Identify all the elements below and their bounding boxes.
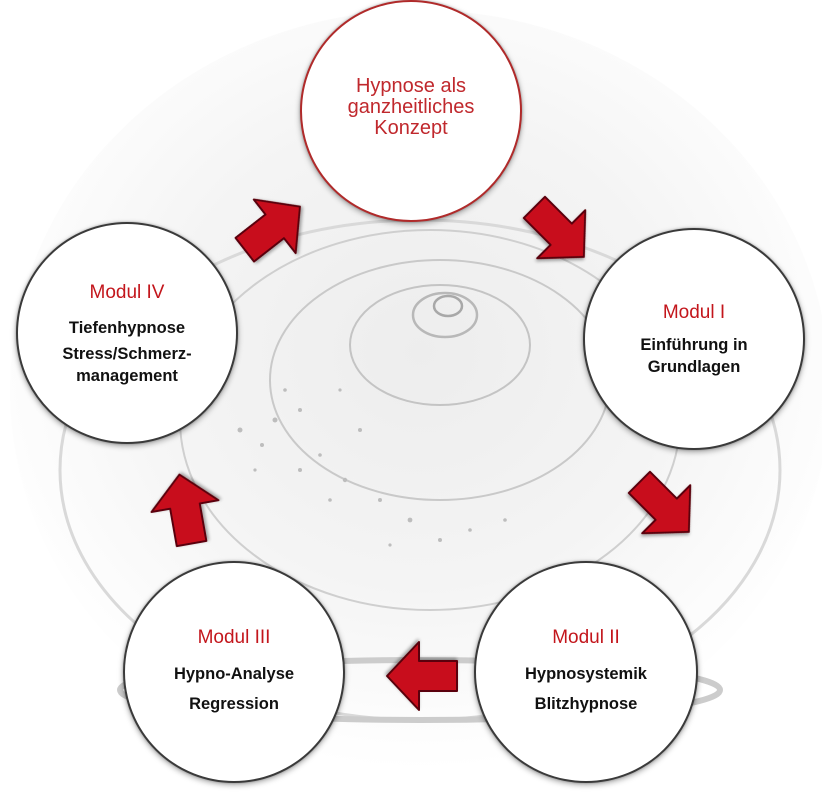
module-4-line-3: management: [76, 366, 178, 385]
module-3-node: Modul III Hypno-Analyse Regression: [123, 561, 345, 783]
module-4-line-1: Tiefenhypnose: [68, 318, 186, 337]
arrow-to-module-4: [150, 473, 220, 548]
module-1-line-1: Einführung in: [640, 336, 748, 354]
module-2-title: Modul II: [552, 627, 620, 648]
module-3-title: Modul III: [197, 627, 271, 648]
arrow-to-center: [234, 198, 301, 263]
module-1-line-2: Grundlagen: [647, 358, 741, 376]
module-3-line-1: Hypno-Analyse: [173, 665, 295, 683]
module-1-title: Modul I: [662, 302, 726, 323]
center-line-2: ganzheitliches: [347, 95, 475, 118]
module-2-line-1: Hypnosystemik: [525, 665, 647, 683]
module-2-node: Modul II Hypnosystemik Blitzhypnose: [474, 561, 698, 783]
module-4-node: Modul IV Tiefenhypnose Stress/Schmerz- m…: [16, 222, 238, 444]
arrow-to-module-1: [522, 195, 587, 260]
center-line-1: Hypnose als: [355, 74, 467, 97]
module-3-line-2: Regression: [189, 695, 279, 713]
center-concept-node: Hypnose als ganzheitliches Konzept: [300, 0, 522, 222]
module-2-line-2: Blitzhypnose: [534, 695, 638, 713]
module-4-line-2: Stress/Schmerz-: [62, 344, 192, 363]
module-4-title: Modul IV: [89, 281, 165, 303]
center-line-3: Konzept: [374, 116, 448, 139]
arrow-to-module-2: [627, 470, 692, 535]
arrow-to-module-3: [386, 641, 458, 711]
module-1-node: Modul I Einführung in Grundlagen: [583, 228, 805, 450]
